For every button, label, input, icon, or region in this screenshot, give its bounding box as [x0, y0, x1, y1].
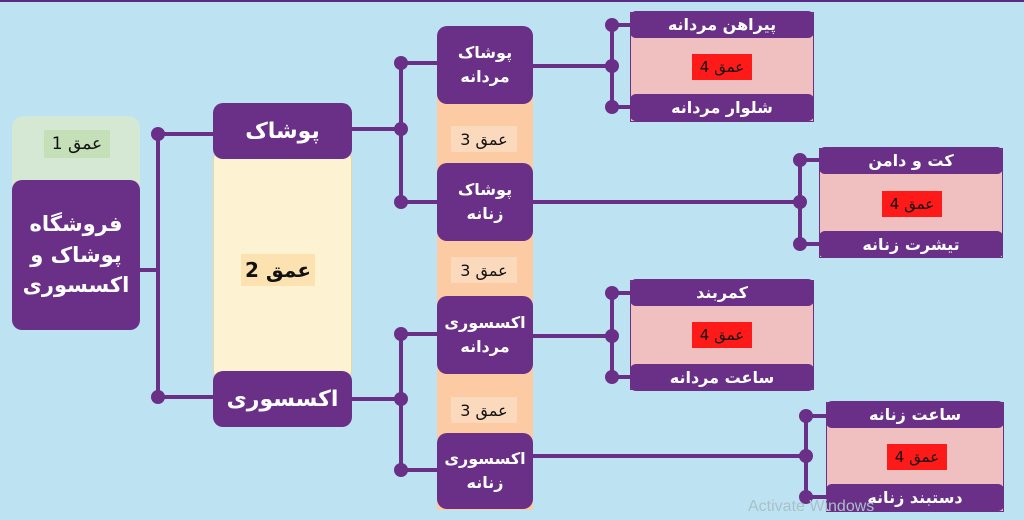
level3-node-men-clothing[interactable]: پوشاک مردانه: [437, 26, 533, 104]
level3-node-women-accessories[interactable]: اکسسوری زنانه: [437, 433, 533, 509]
depth4-label-4: عمق 4: [887, 444, 947, 470]
level2-node-clothing[interactable]: پوشاک: [213, 103, 352, 159]
leaf-men-shirt[interactable]: پیراهن مردانه: [630, 11, 814, 38]
leaf-men-pants[interactable]: شلوار مردانه: [630, 94, 814, 121]
leaf-women-tshirt[interactable]: تیشرت زنانه: [819, 231, 1003, 258]
depth4-label-2: عمق 4: [882, 191, 942, 217]
depth4-label-1: عمق 4: [692, 54, 752, 80]
level2-node-accessories[interactable]: اکسسوری: [213, 371, 352, 427]
depth3-label-2: عمق 3: [451, 257, 517, 283]
depth3-label-3: عمق 3: [451, 397, 517, 423]
leaf-belt[interactable]: کمربند: [630, 279, 814, 306]
leaf-men-watch[interactable]: ساعت مردانه: [630, 364, 814, 391]
root-node[interactable]: فروشگاه پوشاک و اکسسوری: [12, 180, 140, 330]
depth2-label: عمق 2: [241, 254, 315, 286]
leaf-women-watch[interactable]: ساعت زنانه: [826, 401, 1004, 428]
top-border-line: [0, 0, 1024, 2]
leaf-women-suit[interactable]: کت و دامن: [819, 147, 1003, 174]
level3-node-men-accessories[interactable]: اکسسوری مردانه: [437, 296, 533, 374]
depth1-label: عمق 1: [44, 130, 110, 158]
windows-activation-watermark: Activate Windows: [748, 498, 875, 515]
depth3-label-1: عمق 3: [451, 126, 517, 152]
leaf-women-bracelet[interactable]: دستبند زنانه: [826, 484, 1004, 511]
depth4-label-3: عمق 4: [692, 322, 752, 348]
level3-node-women-clothing[interactable]: پوشاک زنانه: [437, 163, 533, 241]
